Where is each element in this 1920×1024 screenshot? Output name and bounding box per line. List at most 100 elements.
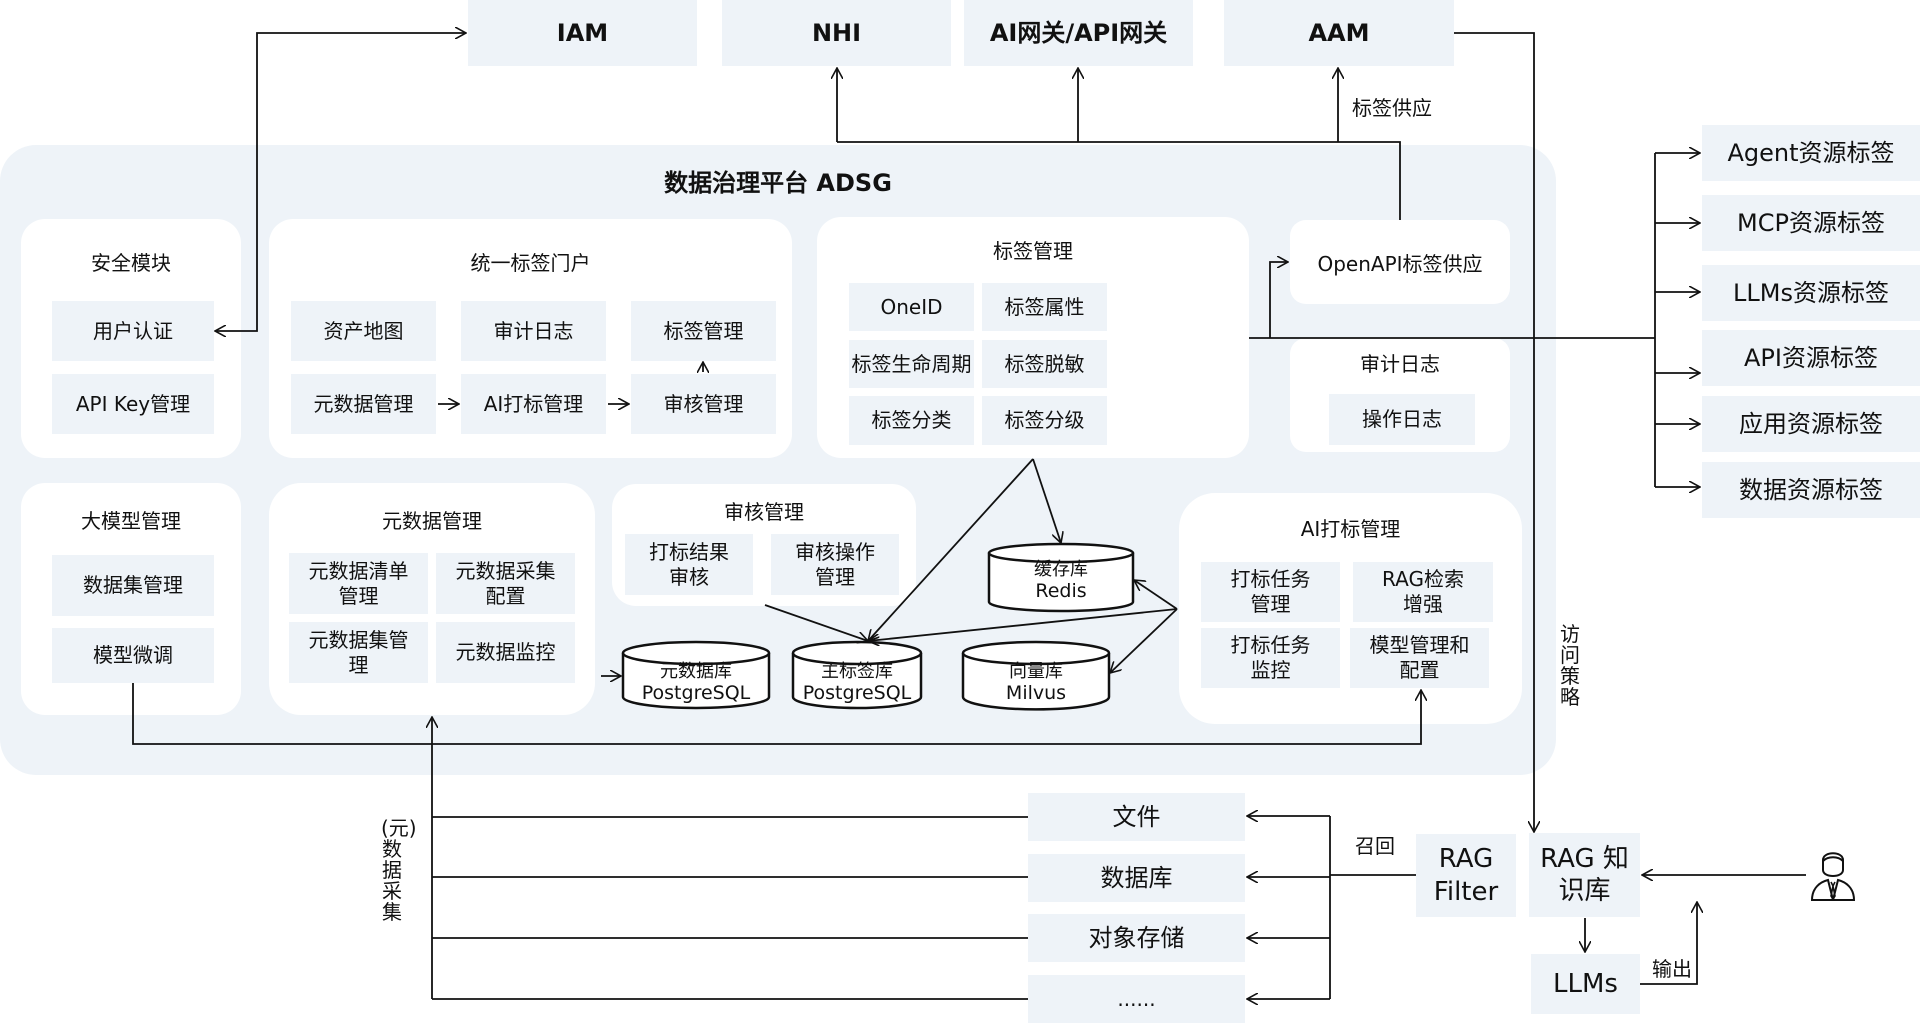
tag-portal-title: 统一标签门户 [470,251,591,275]
metadata-inventory-label: 元数据清单管理 [308,558,409,608]
metadata-collection-config-box[interactable]: 元数据采集配置 [436,553,575,614]
gateway-box[interactable]: AI网关/API网关 [964,0,1193,66]
gateway-label: AI网关/API网关 [989,19,1168,47]
rag-knowledge-base-box[interactable]: RAG 知识库 [1529,833,1640,917]
api-key-box[interactable]: API Key管理 [52,374,214,434]
source-object-storage-label: 对象存储 [1088,924,1185,952]
vector-db-engine: Milvus [1005,682,1067,705]
aam-box[interactable]: AAM [1224,0,1454,66]
portal-tag-mgmt-label: 标签管理 [663,318,744,343]
portal-ai-labeling-box[interactable]: AI打标管理 [461,374,606,434]
source-object-storage-box[interactable]: 对象存储 [1028,914,1245,962]
tag-oneid-box[interactable]: OneID [849,283,974,331]
iam-box[interactable]: IAM [468,0,697,66]
metadata-set-mgmt-box[interactable]: 元数据集管理 [289,622,428,683]
model-config-label: 模型管理和配置 [1369,633,1470,682]
portal-tag-mgmt-box[interactable]: 标签管理 [631,301,776,361]
resource-tag-api[interactable]: API资源标签 [1702,330,1920,386]
cache-db-engine: Redis [1035,580,1087,603]
labeling-result-review-box[interactable]: 打标结果审核 [625,534,753,595]
resource-tag-data[interactable]: 数据资源标签 [1702,462,1920,518]
source-more-box[interactable]: ...... [1028,975,1245,1023]
ai-labeling-title: AI打标管理 [1300,517,1401,541]
model-finetune-box[interactable]: 模型微调 [52,628,214,683]
source-more-label: ...... [1117,986,1156,1011]
dataset-mgmt-box[interactable]: 数据集管理 [52,555,214,616]
recall-label: 召回 [1355,834,1395,858]
tag-lifecycle-box[interactable]: 标签生命周期 [849,340,974,388]
nhi-box[interactable]: NHI [722,0,951,66]
source-file-box[interactable]: 文件 [1028,793,1245,841]
cache-db-name: 缓存库 [1034,558,1088,580]
user-auth-label: 用户认证 [93,318,173,343]
review-operation-mgmt-label: 审核操作管理 [795,539,875,589]
metadata-set-mgmt-label: 元数据集管理 [308,627,409,677]
portal-audit-log-box[interactable]: 审计日志 [461,301,606,361]
tag-grading-box[interactable]: 标签分级 [982,396,1107,445]
portal-asset-map-box[interactable]: 资产地图 [291,301,436,361]
resource-tag-mcp[interactable]: MCP资源标签 [1702,195,1920,251]
tag-masking-box[interactable]: 标签脱敏 [982,340,1107,388]
audit-log-title: 审计日志 [1360,352,1440,376]
labeling-task-monitor-box[interactable]: 打标任务监控 [1201,628,1340,688]
review-operation-mgmt-box[interactable]: 审核操作管理 [771,534,899,595]
rag-filter-box[interactable]: RAG Filter [1416,834,1516,917]
dataset-mgmt-label: 数据集管理 [83,573,183,597]
data-collection-label: (元)数据采集 [381,816,417,924]
rag-knowledge-base-label: RAG 知识库 [1540,843,1629,907]
master-tag-db-engine: PostgreSQL [802,682,912,705]
rag-retrieval-box[interactable]: RAG检索增强 [1353,562,1493,622]
iam-label: IAM [556,19,609,47]
output-label: 输出 [1652,957,1692,981]
source-file-label: 文件 [1112,803,1161,831]
metadata-collection-config-label: 元数据采集配置 [455,558,556,608]
portal-metadata-mgmt-box[interactable]: 元数据管理 [291,374,436,434]
security-module-title: 安全模块 [91,251,171,275]
resource-tag-api-label: API资源标签 [1744,344,1878,372]
labeling-task-mgmt-box[interactable]: 打标任务管理 [1201,562,1340,622]
openapi-tag-supply-box[interactable]: OpenAPI标签供应 [1290,220,1510,304]
tag-oneid-label: OneID [880,294,943,319]
tag-grading-label: 标签分级 [1004,408,1085,432]
model-finetune-label: 模型微调 [93,643,173,667]
tag-lifecycle-label: 标签生命周期 [851,351,972,376]
user-businessman-icon[interactable] [1808,848,1858,904]
resource-tag-application[interactable]: 应用资源标签 [1702,396,1920,452]
api-key-label: API Key管理 [75,391,191,416]
resource-tag-mcp-label: MCP资源标签 [1737,209,1885,237]
labeling-task-monitor-label: 打标任务监控 [1230,633,1311,682]
tag-attribute-label: 标签属性 [1004,294,1085,319]
llms-box[interactable]: LLMs [1531,954,1640,1014]
nhi-label: NHI [811,19,862,47]
metadata-db-name: 元数据库 [660,660,732,682]
metadata-inventory-box[interactable]: 元数据清单管理 [289,553,428,614]
model-config-box[interactable]: 模型管理和配置 [1350,628,1489,688]
metadata-monitor-label: 元数据监控 [455,640,556,664]
portal-review-mgmt-label: 审核管理 [663,391,744,416]
vector-db-name: 向量库 [1009,660,1063,682]
portal-asset-map-label: 资产地图 [323,318,404,343]
resource-tag-agent[interactable]: Agent资源标签 [1702,125,1920,181]
tag-masking-label: 标签脱敏 [1004,351,1085,376]
tag-attribute-box[interactable]: 标签属性 [982,283,1107,331]
metadata-management-title: 元数据管理 [382,509,482,533]
user-auth-box[interactable]: 用户认证 [52,301,214,361]
operation-log-box[interactable]: 操作日志 [1329,394,1475,445]
resource-tag-llms[interactable]: LLMs资源标签 [1702,265,1920,321]
source-database-label: 数据库 [1100,864,1173,892]
source-database-box[interactable]: 数据库 [1028,854,1245,902]
tag-management-title: 标签管理 [993,239,1073,263]
metadata-db-engine: PostgreSQL [641,682,751,705]
tag-classification-box[interactable]: 标签分类 [849,396,974,445]
metadata-monitor-box[interactable]: 元数据监控 [436,622,575,683]
llms-label: LLMs [1553,968,1618,999]
master-tag-db-name: 主标签库 [821,660,893,682]
portal-audit-log-label: 审计日志 [493,318,574,343]
portal-review-mgmt-box[interactable]: 审核管理 [631,374,776,434]
aam-label: AAM [1308,19,1370,47]
platform-title: 数据治理平台 ADSG [664,169,892,197]
